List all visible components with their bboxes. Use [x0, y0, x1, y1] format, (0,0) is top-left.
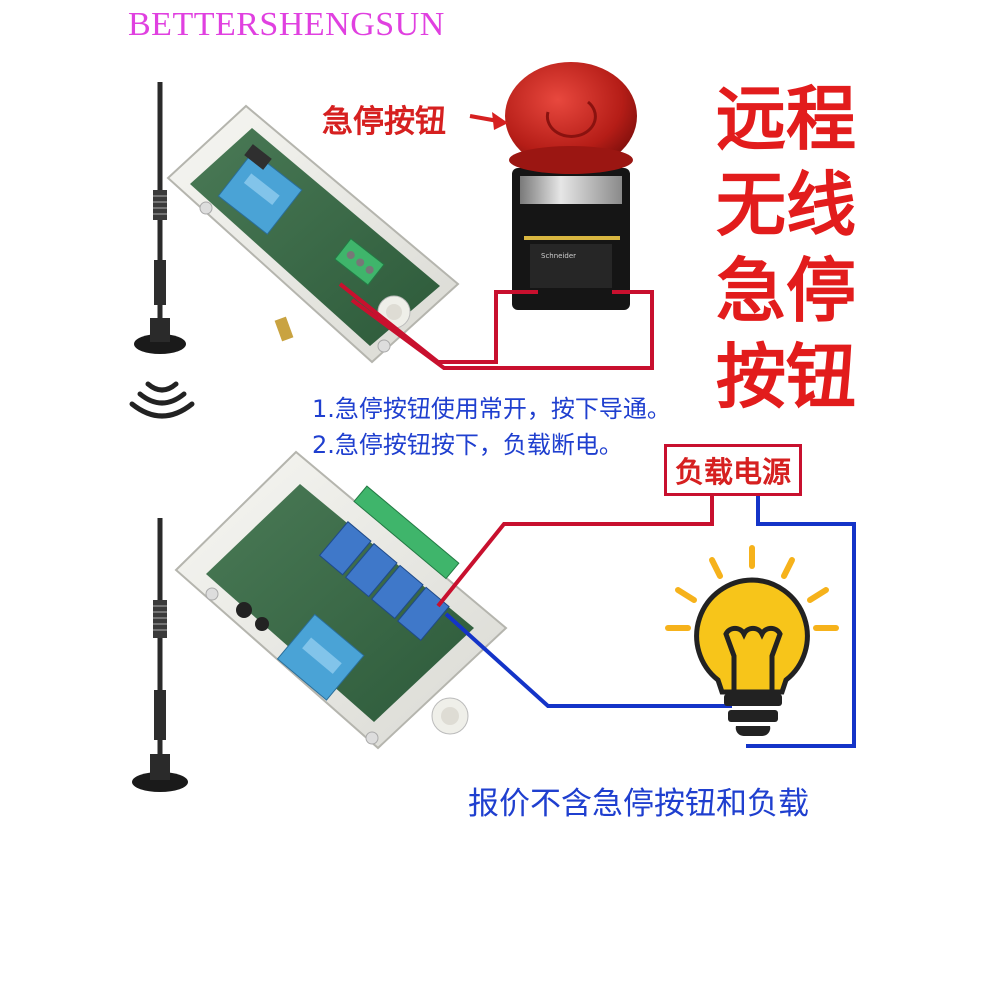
antenna-icon — [134, 82, 186, 354]
title-line-3: 急停 — [716, 250, 856, 332]
four-channel-receiver-module — [174, 450, 508, 750]
light-bulb-icon — [665, 545, 839, 737]
title-line-1: 远程 — [716, 78, 856, 160]
svg-text:Schneider: Schneider — [541, 252, 576, 260]
usage-note-2: 2.急停按钮按下，负载断电。 — [312, 431, 623, 459]
usage-note-1: 1.急停按钮使用常开，按下导通。 — [312, 395, 671, 423]
brand-watermark: BETTERSHENGSUN — [128, 6, 445, 43]
wireless-signal-icon — [129, 381, 195, 419]
emergency-stop-button-icon: Schneider — [505, 62, 637, 310]
load-power-label: 负载电源 — [664, 444, 803, 496]
antenna-icon — [132, 518, 188, 792]
title-line-2: 无线 — [716, 164, 856, 246]
estop-button-label: 急停按钮 — [322, 104, 446, 140]
top-wires — [338, 282, 654, 370]
load-wires — [436, 492, 856, 748]
title-line-4: 按钮 — [716, 336, 856, 418]
single-channel-receiver-module — [166, 104, 460, 364]
pointer-arrow — [469, 112, 508, 130]
price-note: 报价不含急停按钮和负载 — [468, 786, 809, 822]
